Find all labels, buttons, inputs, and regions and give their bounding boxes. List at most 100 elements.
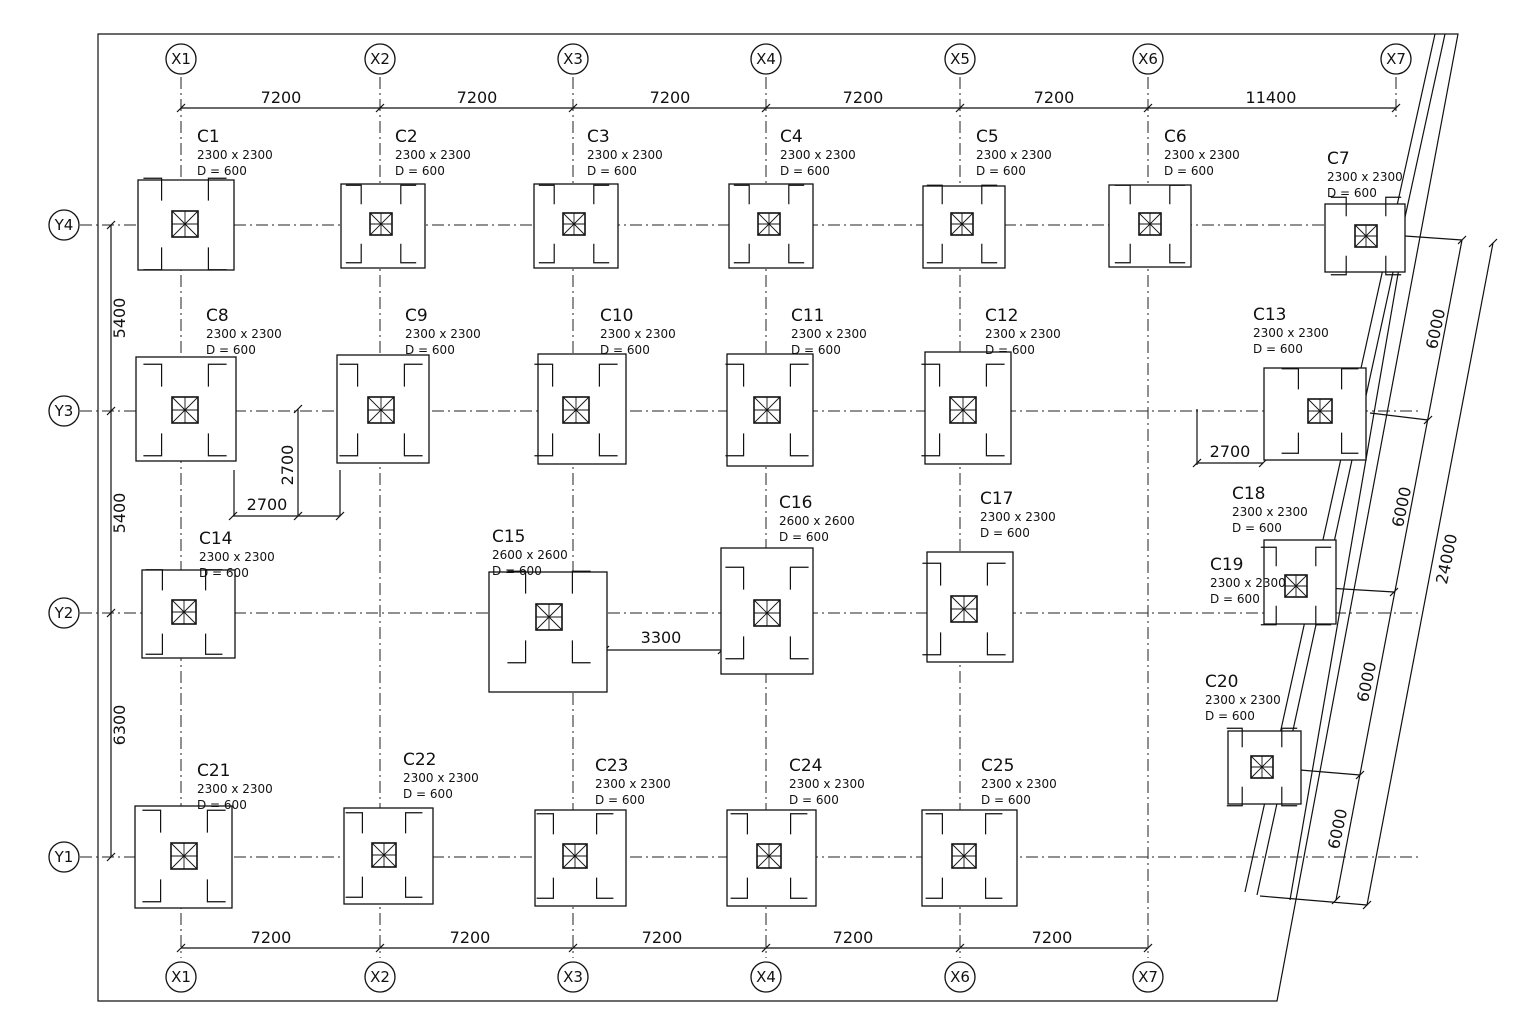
axis-label: Y1 bbox=[54, 848, 74, 866]
pedestal-step bbox=[507, 570, 591, 664]
axis-bubble-circle bbox=[48, 841, 80, 873]
footing bbox=[533, 183, 619, 269]
column-name: C18 bbox=[1232, 484, 1266, 504]
axis-label: X5 bbox=[950, 50, 970, 68]
dimension-tick bbox=[106, 852, 116, 862]
column-name: C7 bbox=[1327, 149, 1350, 169]
axis-bubble-circle bbox=[944, 961, 976, 993]
footing bbox=[922, 551, 1014, 663]
column-size: 2300 x 2300 bbox=[595, 777, 671, 791]
column-size: 2300 x 2300 bbox=[1210, 576, 1286, 590]
dimension-tick bbox=[955, 103, 965, 113]
dimension-line bbox=[1299, 769, 1361, 776]
left-dimension-labels: 5400 5400 6300 bbox=[110, 298, 129, 746]
inner-dim-label: 2700 bbox=[1210, 442, 1251, 461]
column-size: 2300 x 2300 bbox=[1232, 505, 1308, 519]
column-name: C8 bbox=[206, 306, 229, 326]
axis-bubble-circle bbox=[944, 43, 976, 75]
slanted-dim-label: 6000 bbox=[1388, 485, 1415, 529]
axis-label: X3 bbox=[563, 968, 583, 986]
slanted-dim-label: 6000 bbox=[1422, 307, 1449, 351]
column-name: C9 bbox=[405, 306, 428, 326]
column-depth: D = 600 bbox=[395, 164, 445, 178]
column-depth: D = 600 bbox=[976, 164, 1026, 178]
axis-bubble-circle bbox=[557, 961, 589, 993]
dimension-tick bbox=[761, 103, 771, 113]
dimension-tick bbox=[375, 103, 385, 113]
footing bbox=[1108, 184, 1192, 268]
dimension-tick bbox=[106, 406, 116, 416]
top-dimension-labels: 7200 7200 7200 7200 7200 11400 bbox=[261, 88, 1297, 107]
column-size: 2300 x 2300 bbox=[791, 327, 867, 341]
column-size: 2300 x 2300 bbox=[1327, 170, 1403, 184]
dimension-tick bbox=[568, 943, 578, 953]
pedestal-step bbox=[536, 813, 614, 899]
inner-dim-label: 2700 bbox=[247, 495, 288, 514]
footing bbox=[141, 569, 236, 659]
dimension-tick bbox=[1143, 103, 1153, 113]
axis-bubble: X1 bbox=[165, 961, 197, 993]
pedestal-step bbox=[922, 562, 1006, 656]
axis-label: X7 bbox=[1386, 50, 1406, 68]
column-name: C2 bbox=[395, 127, 418, 147]
column-name: C10 bbox=[600, 306, 634, 326]
axis-bubble: X5 bbox=[944, 43, 976, 75]
dimension-tick bbox=[228, 511, 238, 521]
column-size: 2300 x 2300 bbox=[980, 510, 1056, 524]
pedestal-step bbox=[145, 569, 223, 655]
dimension-tick bbox=[1391, 103, 1401, 113]
column-depth: D = 600 bbox=[492, 564, 542, 578]
axis-label: X1 bbox=[171, 968, 191, 986]
pedestal-step bbox=[725, 363, 809, 457]
dimension-lines bbox=[106, 103, 1498, 953]
pedestal-step bbox=[339, 363, 423, 457]
dimension-tick bbox=[761, 943, 771, 953]
column-name: C15 bbox=[492, 527, 526, 547]
top-dim-label: 11400 bbox=[1246, 88, 1297, 107]
pedestal-step bbox=[725, 566, 809, 660]
axis-label: X2 bbox=[370, 50, 390, 68]
column-footings bbox=[134, 177, 1406, 909]
footing bbox=[720, 547, 814, 675]
axis-label: Y4 bbox=[54, 216, 74, 234]
pedestal-step bbox=[925, 813, 1003, 899]
axis-bubble-circle bbox=[48, 395, 80, 427]
left-dim-label: 6300 bbox=[110, 705, 129, 746]
left-dim-label: 5400 bbox=[110, 298, 129, 339]
bottom-dim-label: 7200 bbox=[450, 928, 491, 947]
axis-label: X6 bbox=[950, 968, 970, 986]
column-depth: D = 600 bbox=[1253, 342, 1303, 356]
column-size: 2300 x 2300 bbox=[405, 327, 481, 341]
axis-bubble-circle bbox=[750, 961, 782, 993]
footing bbox=[137, 177, 235, 271]
axis-bubble: X2 bbox=[364, 961, 396, 993]
axis-bubble-circle bbox=[48, 209, 80, 241]
dimension-tick bbox=[1143, 943, 1153, 953]
column-depth: D = 600 bbox=[779, 530, 829, 544]
bottom-dim-label: 7200 bbox=[251, 928, 292, 947]
column-size: 2600 x 2600 bbox=[492, 548, 568, 562]
dimension-line bbox=[1335, 239, 1463, 901]
pedestal-step bbox=[730, 813, 808, 899]
top-dim-label: 7200 bbox=[650, 88, 691, 107]
footing bbox=[921, 809, 1018, 907]
inner-dim-label: 3300 bbox=[641, 628, 682, 647]
dimension-line bbox=[1366, 242, 1494, 906]
axis-label: X2 bbox=[370, 968, 390, 986]
axis-bubble-circle bbox=[165, 43, 197, 75]
column-depth: D = 600 bbox=[981, 793, 1031, 807]
footing bbox=[343, 807, 434, 905]
